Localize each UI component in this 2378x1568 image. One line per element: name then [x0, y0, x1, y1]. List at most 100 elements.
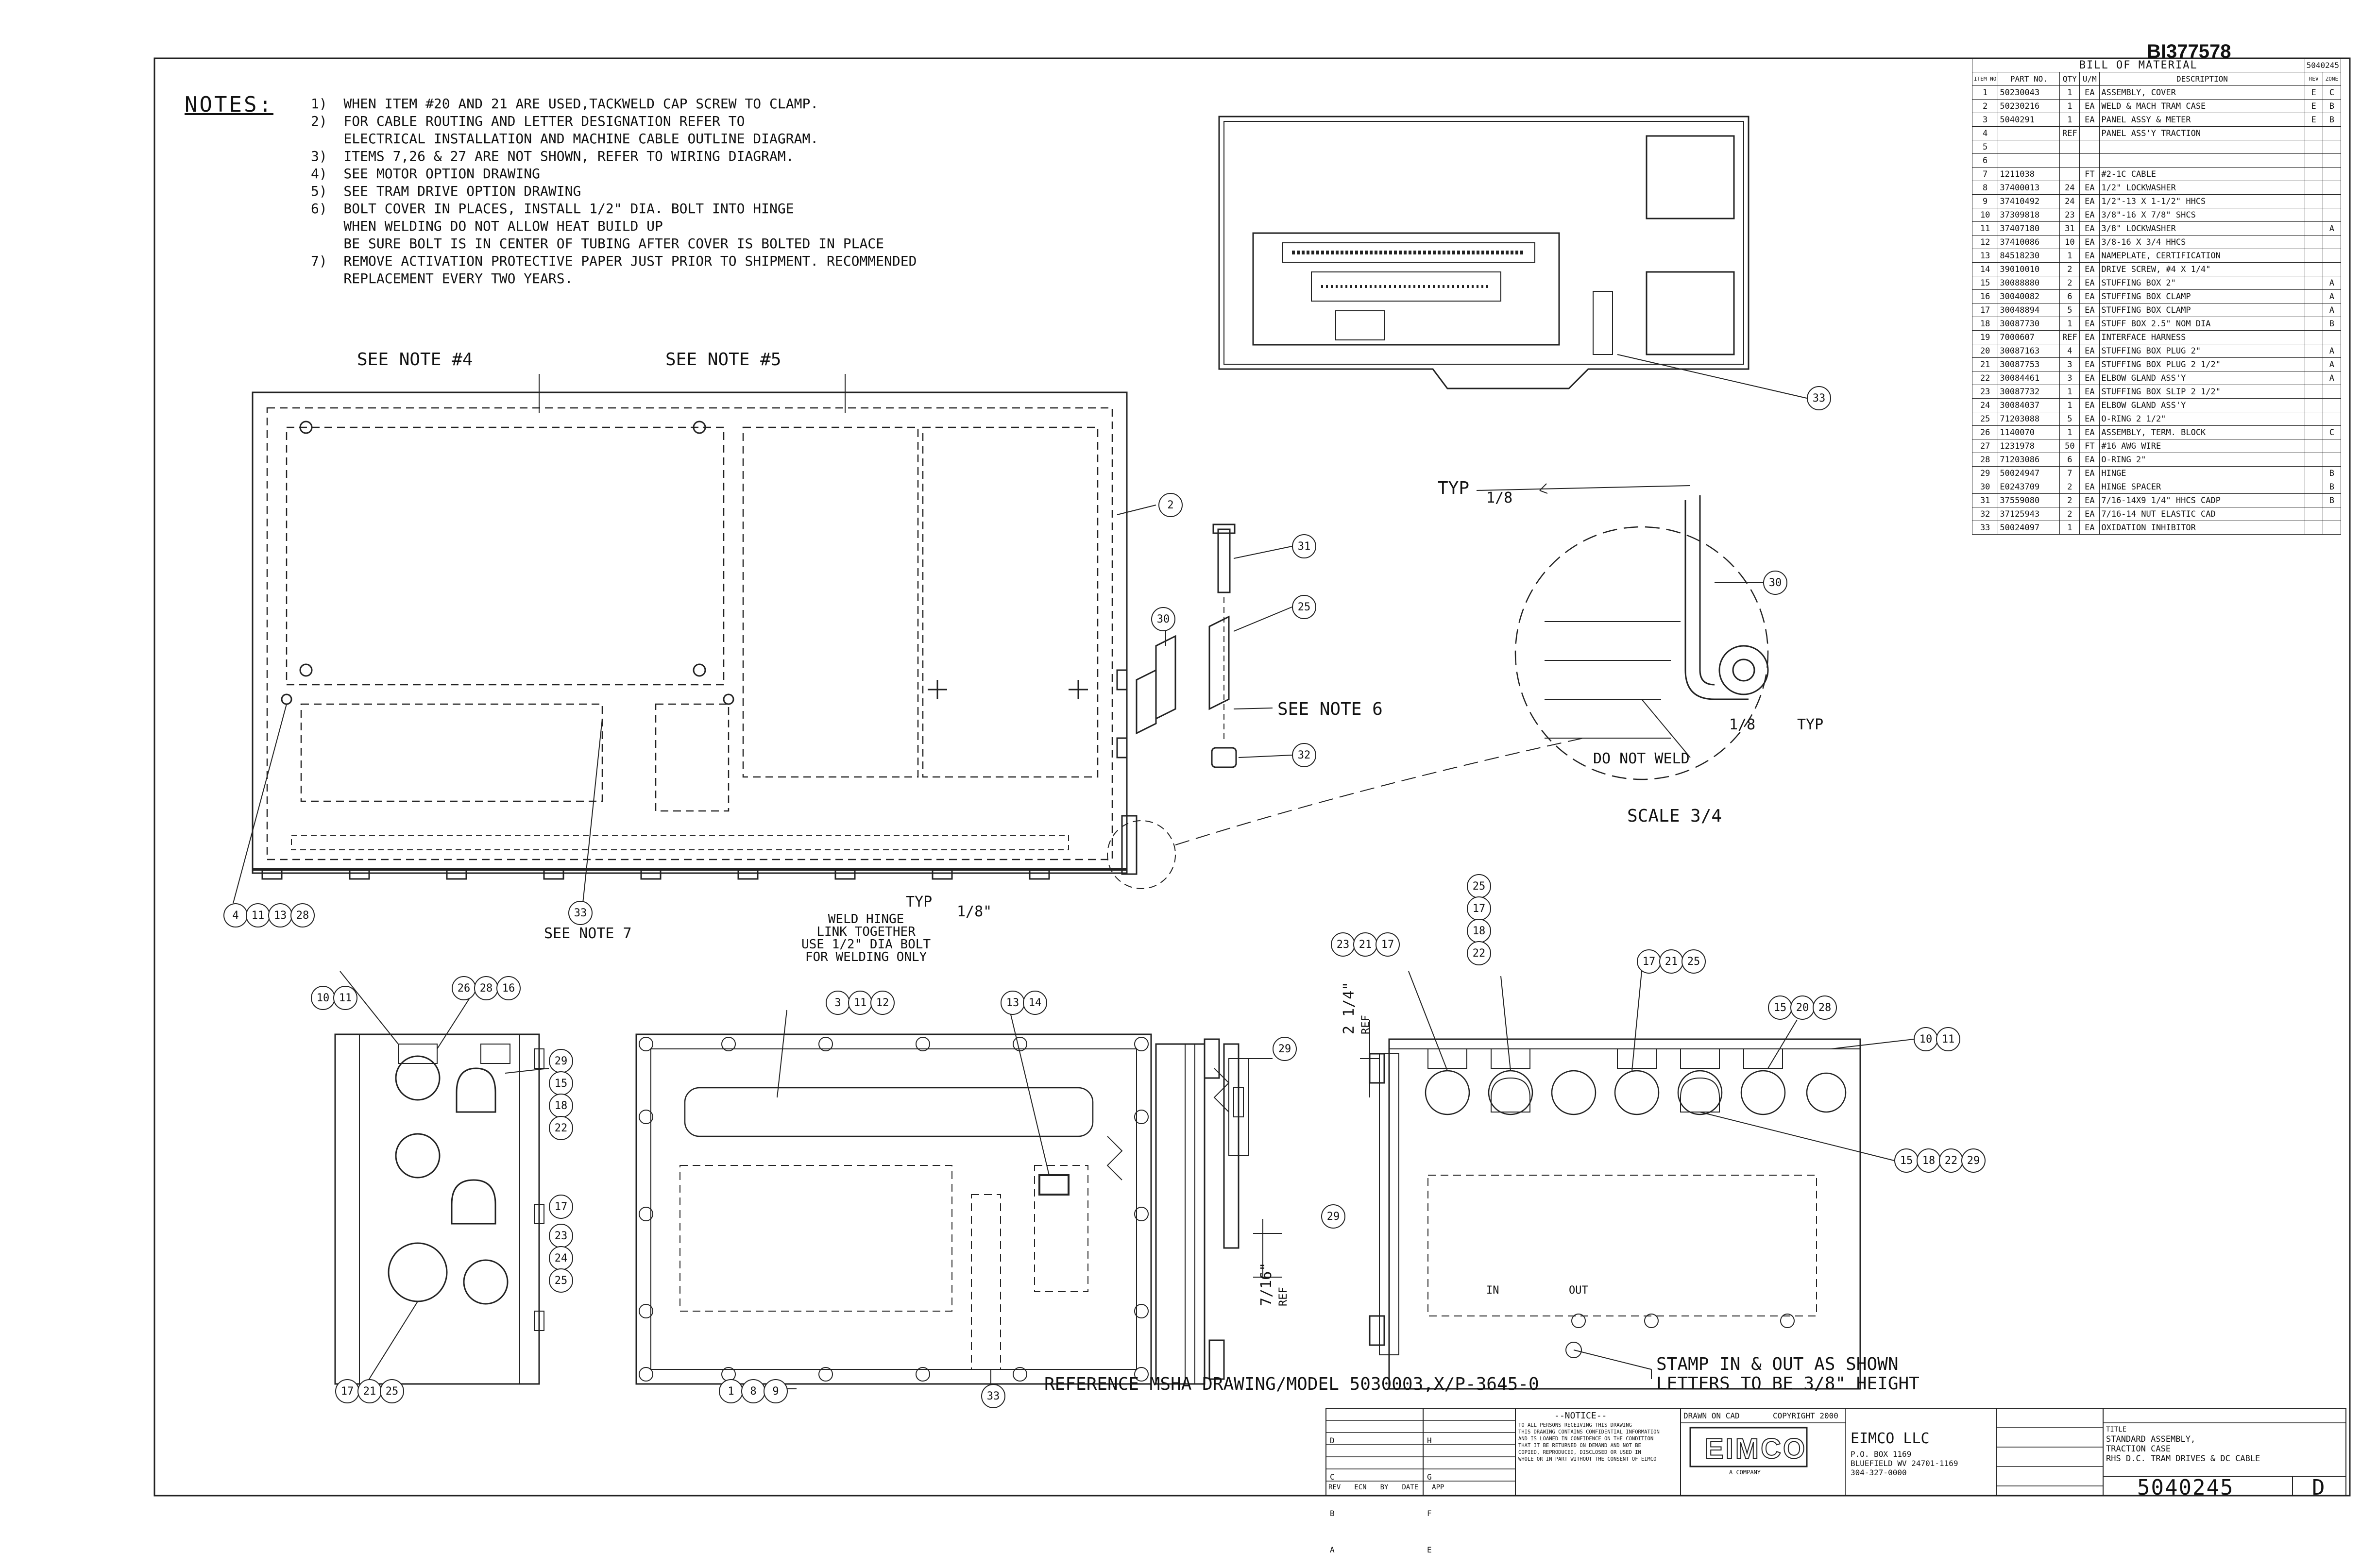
bom-cell: 3 [1971, 113, 1999, 127]
bom-cell: EA [2079, 357, 2100, 371]
bom-cell [2079, 153, 2100, 168]
rev-letter: C [1330, 1472, 1335, 1482]
note-line: REPLACEMENT EVERY TWO YEARS. [311, 270, 573, 287]
bom-cell: STUFFING BOX CLAMP [2099, 303, 2305, 317]
drawing-revision: D [2312, 1475, 2325, 1500]
bom-cell: 32 [1971, 507, 1999, 521]
rev-letter: D [1330, 1436, 1335, 1445]
bom-cell: PANEL ASSY & METER [2099, 113, 2305, 127]
item-balloon: 22 [1467, 941, 1491, 965]
bom-cell: 50230216 [1998, 99, 2060, 113]
bom-cell: ELBOW GLAND ASS'Y [2099, 371, 2305, 385]
note-line: 1) WHEN ITEM #20 AND 21 ARE USED,TACKWEL… [311, 96, 819, 112]
notes-block: 1) WHEN ITEM #20 AND 21 ARE USED,TACKWEL… [311, 95, 917, 287]
bom-cell: EA [2079, 330, 2100, 344]
item-balloon: 17 [335, 1379, 359, 1403]
bom-cell [2304, 126, 2323, 140]
top-view-glands [1360, 971, 1914, 1390]
bom-cell: 1 [2059, 385, 2080, 399]
bom-cell: 71203086 [1998, 453, 2060, 467]
bom-cell: EA [2079, 113, 2100, 127]
item-balloon: 22 [549, 1116, 573, 1140]
panel-assembly-view [1218, 116, 1807, 399]
bom-cell: 30 [1971, 480, 1999, 494]
bom-cell: EA [2079, 276, 2100, 290]
bom-cell: B [2322, 466, 2342, 480]
item-balloon: 11 [333, 986, 357, 1010]
bill-of-material-table: BILL OF MATERIAL 5040245 ITEM NO PART NO… [1971, 58, 2342, 535]
bom-cell: 6 [2059, 453, 2080, 467]
bom-cell: 10 [1971, 208, 1999, 222]
bom-cell [2099, 153, 2305, 168]
item-balloon: 18 [1917, 1148, 1941, 1173]
label-scale: SCALE 3/4 [1627, 806, 1722, 826]
item-balloon: 13 [1001, 991, 1025, 1015]
drawn-on-cad: DRAWN ON CAD [1683, 1411, 1740, 1420]
item-balloon: 3 [826, 991, 850, 1015]
bom-cell: FT [2079, 439, 2100, 453]
drawing-border [153, 57, 2351, 1497]
bom-cell: EA [2079, 249, 2100, 263]
item-balloon: 14 [1023, 991, 1047, 1015]
bom-cell: INTERFACE HARNESS [2099, 330, 2305, 344]
bom-cell: 37400013 [1998, 181, 2060, 195]
bom-row: 5 [1971, 140, 2342, 154]
item-balloon: 15 [1894, 1148, 1919, 1173]
bom-cell [2304, 412, 2323, 426]
title-label: TITLE [2106, 1426, 2127, 1433]
bom-cell: EA [2079, 507, 2100, 521]
bom-cell [2322, 262, 2342, 276]
bom-cell [2304, 439, 2323, 453]
bom-cell: 7 [1971, 167, 1999, 181]
bom-cell [2059, 153, 2080, 168]
bom-cell: 9 [1971, 194, 1999, 208]
rev-letter: A [1330, 1545, 1335, 1554]
label-fraction: 1/8 [1486, 489, 1513, 506]
bom-cell: 24 [2059, 194, 2080, 208]
bom-cell: EA [2079, 289, 2100, 303]
bom-cell: 2 [2059, 493, 2080, 507]
item-balloon: 2 [1158, 493, 1183, 517]
bom-cell [2304, 249, 2323, 263]
bom-header: REV [2304, 72, 2323, 86]
item-balloon: 31 [1292, 534, 1316, 558]
bom-cell: 25 [1971, 412, 1999, 426]
bom-cell [1998, 153, 2060, 168]
bom-cell: #2-1C CABLE [2099, 167, 2305, 181]
bom-cell [2304, 317, 2323, 331]
bom-cell: 1 [2059, 99, 2080, 113]
bom-cell: EA [2079, 208, 2100, 222]
bom-cell: STUFFING BOX CLAMP [2099, 289, 2305, 303]
bom-cell: 8 [1971, 181, 1999, 195]
item-balloon: 21 [1659, 949, 1683, 974]
item-balloon: 10 [1914, 1027, 1938, 1051]
item-balloon: 29 [1321, 1204, 1345, 1229]
bom-cell [2322, 249, 2342, 263]
bom-cell: A [2322, 303, 2342, 317]
bom-cell [2322, 453, 2342, 467]
bom-cell: WELD & MACH TRAM CASE [2099, 99, 2305, 113]
bom-cell: A [2322, 344, 2342, 358]
bom-cell [2322, 140, 2342, 154]
bom-cell: EA [2079, 385, 2100, 399]
bom-cell: 7 [2059, 466, 2080, 480]
item-balloon: 32 [1292, 743, 1316, 767]
drawing-title: STANDARD ASSEMBLY, TRACTION CASE RHS D.C… [2106, 1434, 2260, 1464]
item-balloon: 28 [290, 903, 315, 927]
item-balloon: 17 [1637, 949, 1661, 974]
bom-cell: REF [2059, 126, 2080, 140]
item-balloon: 22 [1939, 1148, 1963, 1173]
bom-cell: EA [2079, 194, 2100, 208]
rev-letter: H [1427, 1436, 1432, 1445]
bom-cell: A [2322, 221, 2342, 236]
title-block-frame [1325, 1408, 2346, 1496]
bom-cell: 3/8"-16 X 7/8" SHCS [2099, 208, 2305, 222]
rev-header: APP [1432, 1484, 1444, 1491]
